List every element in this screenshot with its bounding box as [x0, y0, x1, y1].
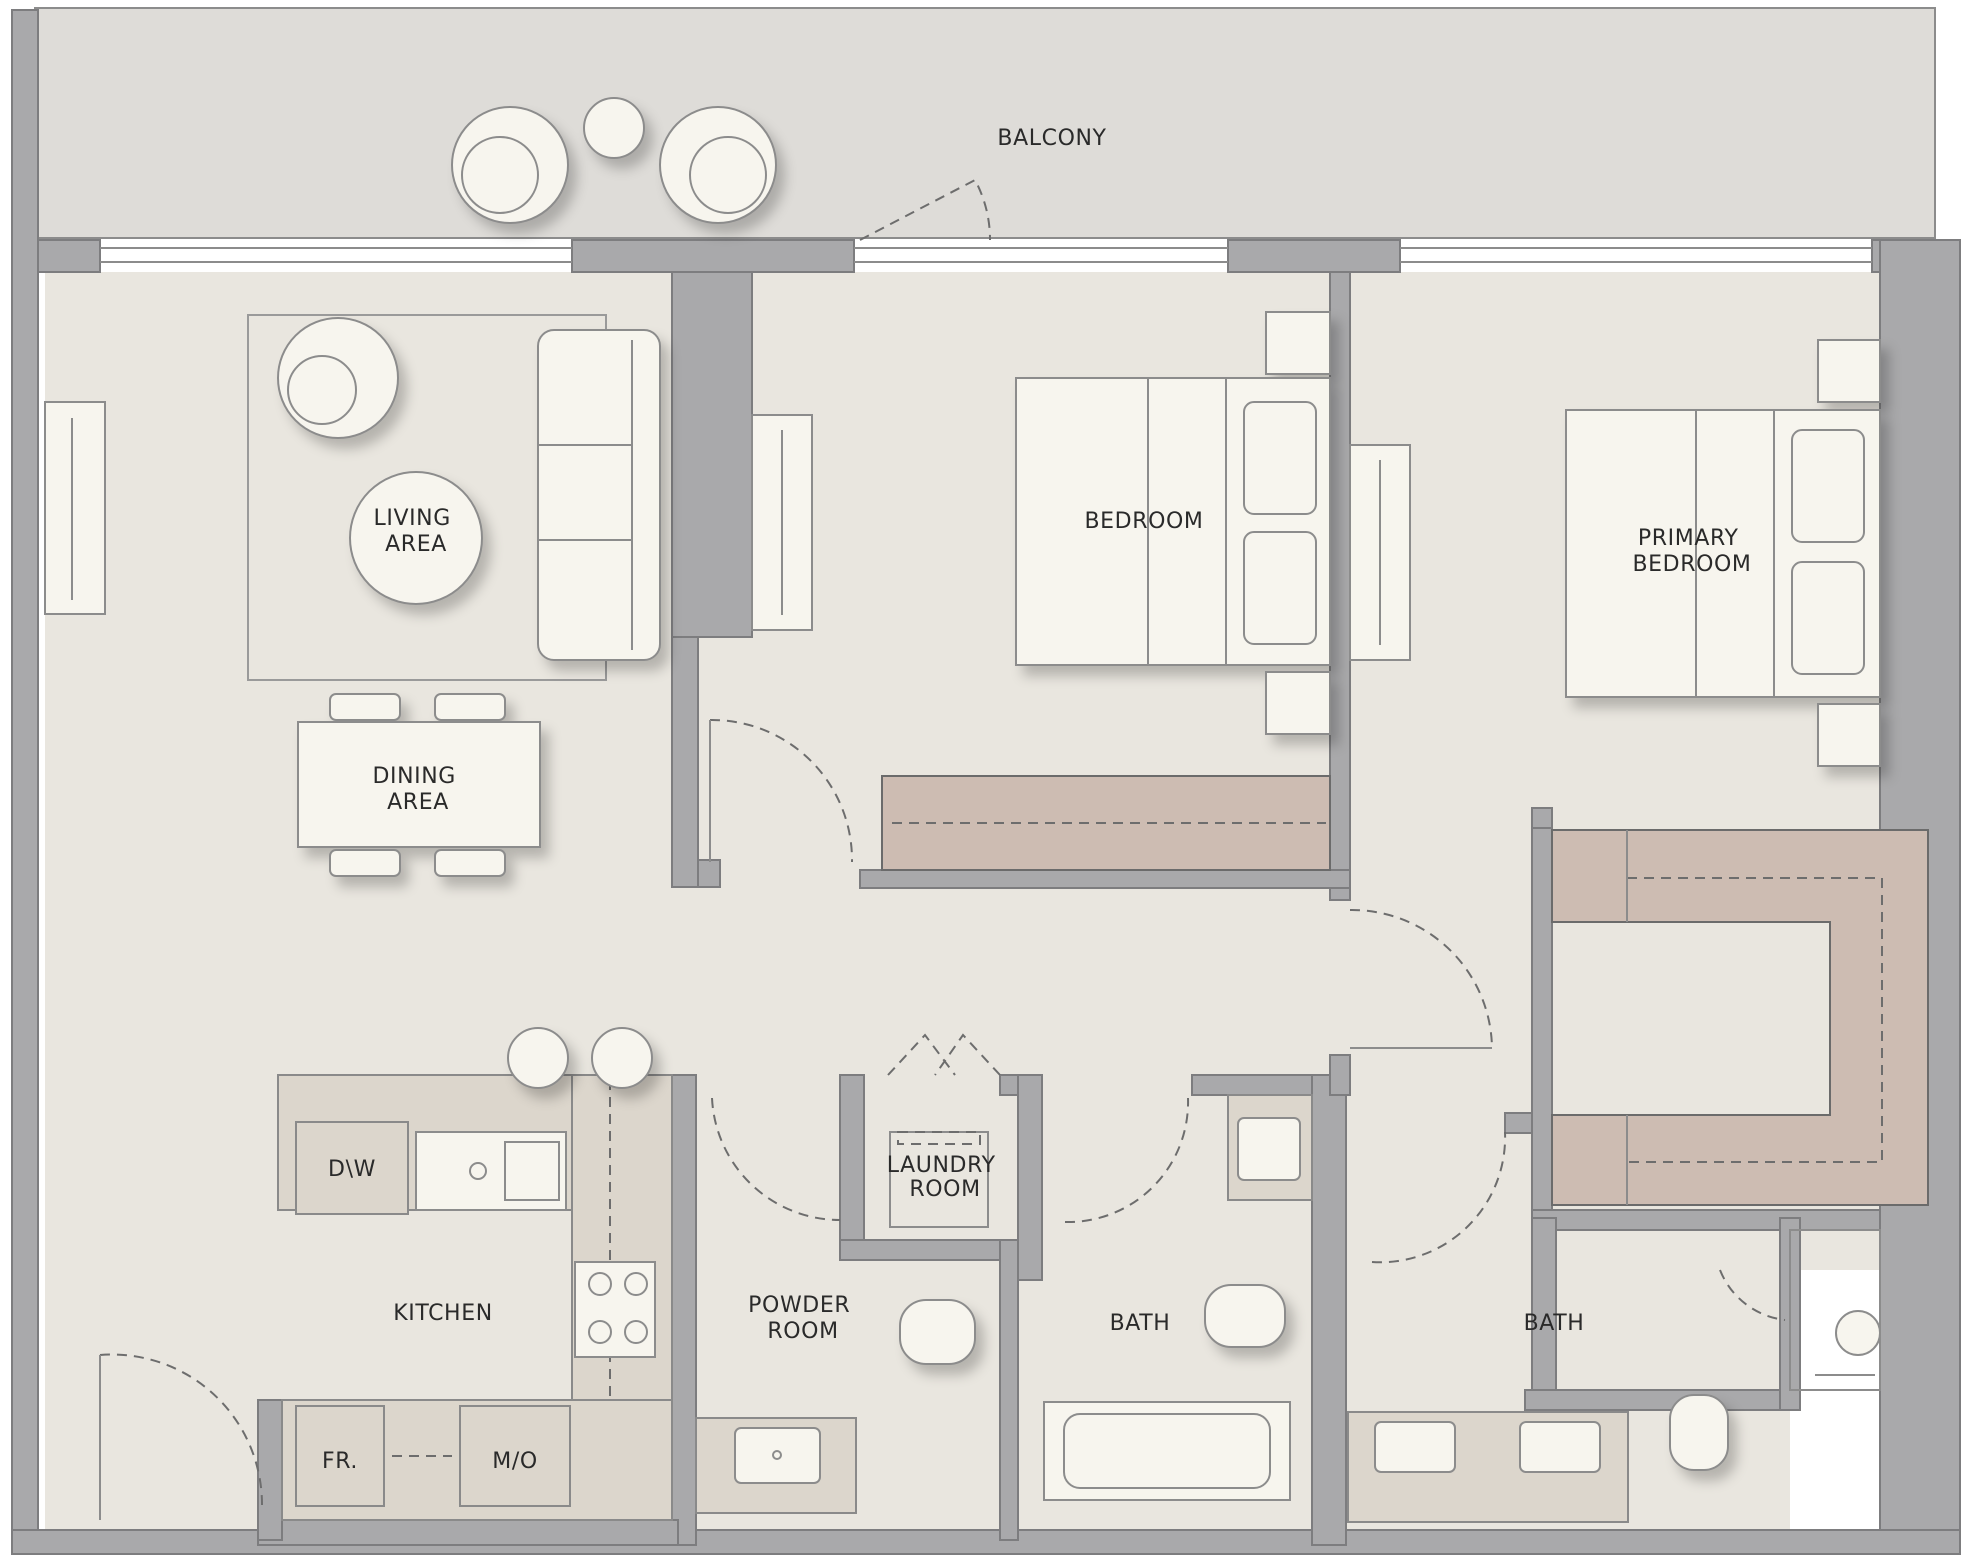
dining-chair [434, 693, 506, 721]
toilet [1204, 1284, 1286, 1348]
balcony-table [583, 97, 645, 159]
living-area-furniture [44, 314, 661, 877]
label-dishwasher: D\W [328, 1157, 376, 1182]
room-labels: BALCONY LIVING AREA DINING AREA BEDROOM … [322, 126, 1751, 1474]
toilet [899, 1299, 976, 1365]
bar-stool [591, 1027, 653, 1089]
dining-chair [434, 849, 506, 877]
nightstand [1817, 703, 1881, 767]
label-bath-1: BATH [1110, 1311, 1171, 1336]
balcony-chair [659, 106, 777, 224]
shower-door-swing [1719, 1269, 1786, 1321]
bath-1-fixtures [1043, 1094, 1313, 1501]
balcony-floor [34, 7, 1936, 239]
armchair [277, 317, 399, 439]
microwave-oven [459, 1405, 571, 1507]
label-bedroom: BEDROOM [1084, 509, 1203, 534]
pillow [1791, 429, 1865, 543]
powder-door-swing [711, 1097, 841, 1222]
label-balcony: BALCONY [997, 126, 1106, 151]
primary-door-swing [1349, 908, 1493, 1049]
label-fridge: FR. [322, 1449, 358, 1474]
dining-chair [329, 849, 401, 877]
nightstand [1265, 311, 1331, 375]
bath-1-door-swing [1064, 1097, 1190, 1224]
bath-2-fixtures [1347, 1131, 1881, 1523]
laundry-fixtures [887, 1033, 1001, 1228]
balcony-door-swing [859, 178, 992, 241]
coffee-table [349, 471, 483, 605]
label-powder-room: POWDER ROOM [748, 1293, 858, 1344]
label-dining-area: DINING AREA [372, 764, 463, 815]
shower-head [1835, 1310, 1881, 1356]
outer-walls [11, 9, 1961, 1555]
pillow [1791, 561, 1865, 675]
shower [1789, 1229, 1881, 1391]
nightstand [1817, 339, 1881, 403]
pillow [1243, 401, 1317, 515]
tv-console [44, 401, 106, 615]
bedroom-furniture [709, 311, 1331, 871]
sink [415, 1131, 567, 1211]
primary-bedroom-furniture [1349, 339, 1929, 1206]
nightstand [1265, 671, 1331, 735]
label-microwave-oven: M/O [492, 1449, 538, 1474]
powder-room-fixtures [695, 1097, 976, 1514]
interior-walls [257, 271, 1881, 1546]
bathtub [1043, 1401, 1291, 1501]
bath-2-door-swing [1371, 1131, 1507, 1264]
toilet [1669, 1394, 1729, 1471]
label-kitchen: KITCHEN [393, 1301, 493, 1326]
balcony-furniture [451, 97, 777, 224]
label-living-area: LIVING AREA [374, 506, 459, 557]
sofa [537, 329, 661, 661]
dining-table [297, 721, 541, 848]
kitchen-fixtures [99, 1027, 673, 1521]
bedroom-door-swing [709, 718, 854, 863]
dining-chair [329, 693, 401, 721]
fridge [295, 1405, 385, 1507]
laundry-door-swing [887, 1033, 1001, 1076]
walk-in-closet [1551, 829, 1929, 1206]
label-primary-bedroom: PRIMARY BEDROOM [1632, 526, 1751, 577]
bar-stool [507, 1027, 569, 1089]
interior-floor [45, 272, 1880, 1545]
dishwasher [295, 1121, 409, 1215]
label-laundry-room: LAUNDRY ROOM [887, 1153, 1003, 1202]
label-bath-2: BATH [1524, 1311, 1585, 1336]
entry-door-swing [99, 1353, 264, 1506]
pillow [1243, 531, 1317, 645]
balcony-chair [451, 106, 569, 224]
balcony-windows [100, 247, 1872, 263]
